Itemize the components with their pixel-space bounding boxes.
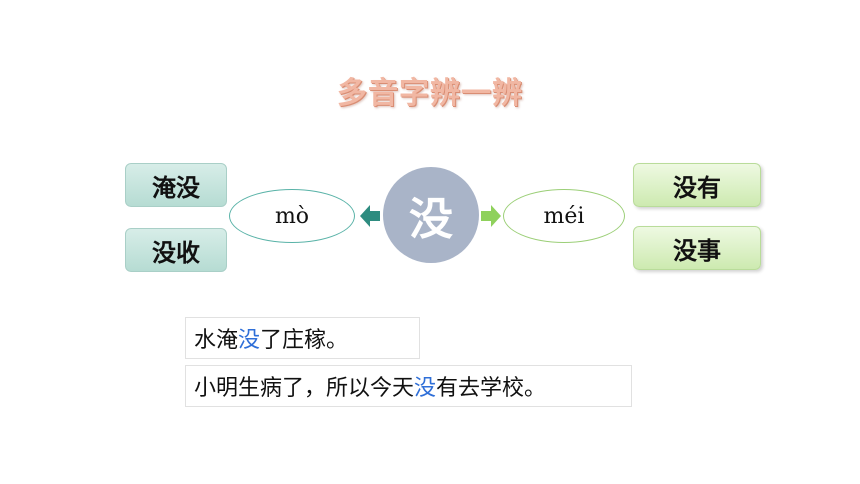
example-sentence-1: 水淹没了庄稼。 (185, 317, 420, 359)
word-box-meishi[interactable]: 没事 (633, 226, 761, 270)
word-box-yanmo[interactable]: 淹没 (125, 163, 227, 207)
pinyin-oval-mei[interactable]: méi (503, 189, 625, 243)
arrow-right-icon (481, 205, 501, 227)
arrow-left-icon (360, 205, 380, 227)
center-character: 没 (383, 167, 479, 263)
sentence-1-before: 水淹 (194, 328, 239, 353)
page-title: 多音字辨一辨 (337, 76, 523, 111)
word-box-meiyou[interactable]: 没有 (633, 163, 761, 207)
sentence-2-after: 有去学校。 (436, 376, 547, 401)
word-box-moshou[interactable]: 没收 (125, 228, 227, 272)
sentence-1-after: 了庄稼。 (260, 328, 349, 353)
sentence-2-highlight: 没 (414, 376, 437, 401)
sentence-1-highlight: 没 (238, 328, 261, 353)
pinyin-oval-mo[interactable]: mò (229, 189, 355, 243)
example-sentence-2: 小明生病了，所以今天没有去学校。 (185, 365, 632, 407)
sentence-2-before: 小明生病了，所以今天 (194, 376, 415, 401)
